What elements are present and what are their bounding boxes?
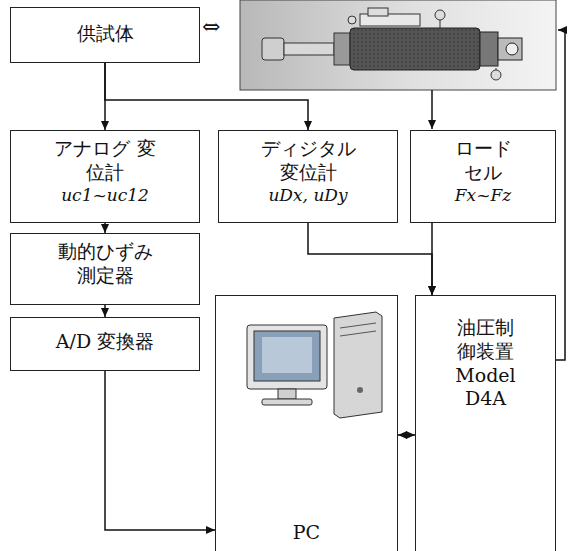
signal-arrow	[104, 223, 106, 233]
signal-arrow	[105, 63, 308, 130]
actuator-picture	[240, 0, 556, 90]
exchange-symbol: ⇔	[202, 14, 220, 39]
signal-arrow	[398, 434, 415, 436]
instrument-box: 動的ひずみ 測定器	[10, 233, 200, 305]
sensor-box: ロード セルFx~Fz	[410, 130, 556, 223]
box-label: A/D 変換器	[56, 330, 154, 354]
box-label: アナログ 変位計	[50, 137, 160, 185]
box-label: ロード セル	[452, 137, 514, 185]
signal-arrow	[104, 305, 106, 318]
signal-arrow	[308, 223, 432, 295]
box-label: PC	[293, 521, 320, 545]
pc-icon	[247, 312, 382, 418]
signal-arrow	[431, 223, 433, 295]
controller-box: 油圧制御装置Model D4A	[415, 295, 556, 551]
specimen-box: 供試体	[10, 7, 200, 63]
sensor-box: アナログ 変位計uc1~uc12	[10, 130, 200, 223]
box-label: ディジタル 変位計	[253, 137, 363, 185]
signal-line	[556, 30, 565, 360]
box-label: 供試体	[77, 22, 134, 46]
signal-arrow	[105, 371, 215, 530]
signal-line	[431, 90, 433, 129]
box-sublabel: uc1~uc12	[61, 185, 149, 206]
sensor-box: ディジタル 変位計uDx, uDy	[218, 130, 398, 223]
box-sublabel: Fx~Fz	[455, 185, 511, 206]
converter-box: A/D 変換器	[10, 317, 200, 371]
computer-box: PC	[215, 295, 398, 551]
box-label: 動的ひずみ 測定器	[50, 240, 160, 288]
box-label: 油圧制御装置	[455, 316, 517, 364]
box-sublabel: uDx, uDy	[268, 185, 347, 206]
box-sublabel: Model D4A	[455, 364, 517, 412]
